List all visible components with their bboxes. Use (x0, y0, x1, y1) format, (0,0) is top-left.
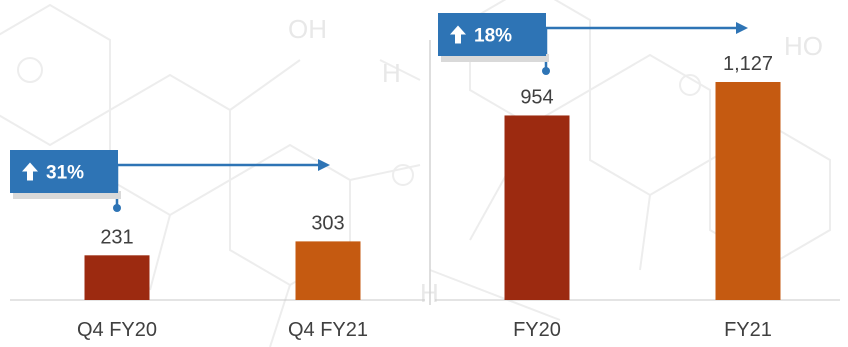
svg-text:HO: HO (784, 31, 823, 61)
category-label: FY21 (724, 319, 772, 341)
growth-percentage: 31% (46, 163, 84, 184)
bar-q4-fy21 (295, 241, 361, 300)
arrow-right-icon (318, 159, 330, 171)
bar-q4-fy20 (84, 255, 150, 300)
arrow-up-icon (22, 162, 38, 181)
data-label: 954 (520, 86, 553, 108)
growth-percentage: 18% (474, 26, 512, 47)
growth-connector-line (544, 26, 738, 71)
data-label: 303 (311, 212, 344, 234)
quarterly-chart-panel: 231 Q4 FY20 303 Q4 FY21 31% (10, 150, 425, 341)
category-label: Q4 FY21 (288, 319, 368, 341)
svg-text:H: H (382, 58, 401, 88)
category-label: Q4 FY20 (77, 319, 157, 341)
data-label: 231 (100, 226, 133, 248)
connector-dot (542, 67, 550, 75)
connector-dot (113, 204, 121, 212)
growth-badge: 31% (10, 150, 121, 199)
bar-fy21 (715, 82, 781, 300)
svg-text:OH: OH (288, 14, 327, 44)
data-label: 1,127 (723, 53, 773, 75)
arrow-up-icon (450, 25, 466, 44)
arrow-right-icon (736, 22, 748, 34)
category-label: FY20 (513, 319, 561, 341)
bar-fy20 (504, 115, 570, 300)
badge-shadow (441, 54, 549, 62)
badge-shadow (13, 191, 121, 199)
growth-badge: 18% (438, 13, 549, 62)
